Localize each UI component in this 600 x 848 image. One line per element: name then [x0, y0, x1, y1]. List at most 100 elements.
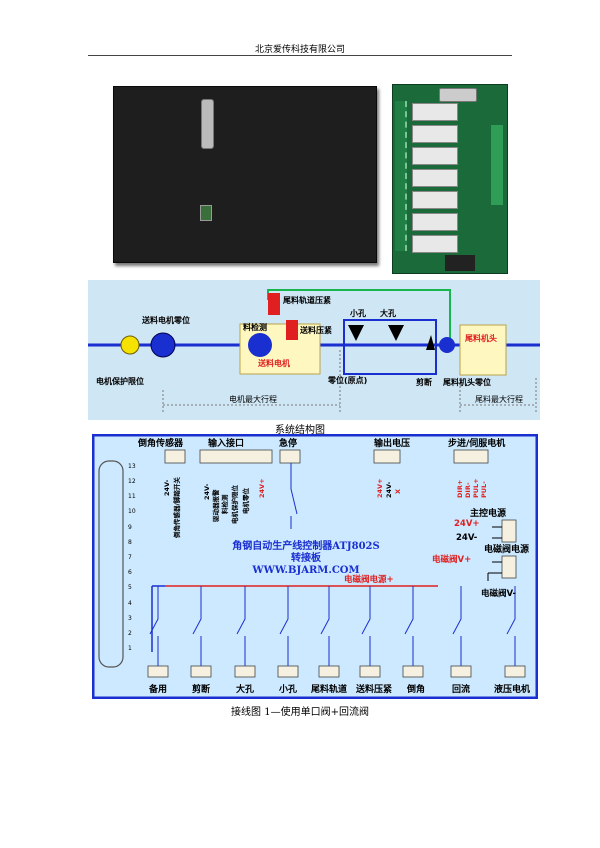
label-servo-2: PUL+: [472, 478, 480, 498]
label-estop: 急停: [279, 437, 297, 449]
valve-power-terminal: [501, 555, 517, 579]
big-hole-punch: [388, 325, 404, 341]
label-tail-head: 尾料机头: [464, 333, 497, 343]
bottom-label-spare: 备用: [148, 683, 167, 695]
pcb-board-photo: [392, 84, 508, 274]
pin-8: 8: [128, 539, 132, 546]
label-big-hole: 大孔: [380, 308, 396, 318]
bottom-label-feed-press: 送料压紧: [355, 683, 392, 695]
label-main-power: 主控电源: [470, 507, 506, 519]
label-valve-vplus: 电磁阀V+: [432, 554, 471, 565]
label-valve-power-plus: 电磁阀电源+: [344, 574, 394, 585]
label-tail-max-travel: 尾料最大行程: [475, 394, 523, 404]
label-out-2: X: [394, 489, 402, 494]
label-chamfer-sensor: 倒角传感器: [137, 437, 184, 449]
pin-10: 10: [128, 508, 136, 515]
label-motor-limit: 电机保护限位: [96, 376, 144, 386]
bottom-label-small-hole: 小孔: [278, 683, 297, 695]
label-input-port: 输入接口: [208, 437, 244, 449]
pin-12: 12: [128, 478, 136, 485]
label-small-hole: 小孔: [349, 308, 366, 318]
bottom-label-chamfer: 倒角: [406, 683, 425, 695]
label-feed-motor: 送料电机: [257, 358, 290, 368]
pin-11: 11: [128, 493, 136, 500]
pin-7: 7: [128, 554, 132, 561]
pin-2: 2: [128, 630, 132, 637]
label-out-0: 24V+: [376, 478, 384, 498]
label-servo-3: PUL-: [480, 481, 488, 498]
pin-3: 3: [128, 615, 132, 622]
label-tail-head-zero: 尾料机头零位: [442, 377, 491, 387]
left-terminals: [395, 101, 407, 251]
feed-motor-zero-sensor: [150, 332, 176, 358]
db25-connector: [98, 460, 124, 668]
system-caption: 系统结构图: [275, 425, 325, 436]
cut-blade: [426, 335, 435, 350]
bottom-label-cut: 剪断: [192, 683, 210, 695]
estop-terminal: [279, 449, 301, 464]
servo-terminal: [453, 449, 489, 464]
tail-head-block: [459, 324, 507, 376]
small-connector: [200, 205, 212, 221]
label-valve-power: 电磁阀电源: [484, 543, 529, 555]
tail-track-press-block: [268, 293, 280, 315]
material-detect-sensor: [248, 333, 272, 357]
wiring-caption: 接线图 1—使用单口阀+回流阀: [231, 707, 369, 718]
label-feed-motor-zero: 送料电机零位: [141, 315, 190, 325]
bottom-label-tail-track: 尾料轨道: [310, 683, 347, 695]
label-servo-motor: 步进/伺服电机: [448, 437, 505, 449]
label-input-1: 驱动器报警: [211, 489, 220, 522]
motor-limit-switch: [120, 335, 140, 355]
label-input-2: 料检测: [220, 494, 229, 514]
chamfer-terminal: [164, 449, 186, 464]
label-input-4: 电机零位: [241, 488, 250, 515]
pin-5: 5: [128, 584, 132, 591]
pcb-db-connector: [439, 88, 477, 102]
label-feed-press: 送料压紧: [299, 325, 332, 335]
board-title: 角钢自动生产线控制器ATJ802S: [232, 539, 379, 552]
power-terminals: [445, 255, 475, 271]
pin-6: 6: [128, 569, 132, 576]
label-24v-plus: 24V+: [454, 519, 480, 529]
bottom-label-big-hole: 大孔: [236, 683, 254, 695]
label-material-detect: 料检测: [243, 322, 267, 332]
small-hole-punch: [348, 325, 364, 341]
label-input-5: 24V+: [258, 478, 266, 498]
label-chamfer-24v: 24V-: [163, 479, 171, 496]
db-connector: [201, 99, 214, 149]
pin-13: 13: [128, 463, 136, 470]
main-power-terminal: [501, 519, 517, 543]
tail-head-zero-sensor: [439, 337, 455, 353]
input-terminal: [199, 449, 273, 464]
relay-column: [412, 103, 458, 253]
label-servo-1: DIR-: [464, 482, 472, 498]
output-terminal: [373, 449, 401, 464]
label-zero-origin: 零位(原点): [327, 375, 367, 385]
label-input-3: 电机保护限位: [230, 485, 239, 525]
wiring-diagram: 13 12 11 10 9 8 7 6 5 4 3 2 1 倒角传感器 输入接口…: [92, 434, 538, 699]
label-valve-vminus: 电磁阀V-: [481, 588, 516, 599]
label-tail-track-press: 尾料轨道压紧: [282, 295, 331, 305]
system-structure-diagram: 送料电机零位 电机保护限位 料检测 送料电机 尾料轨道压紧 送料压紧 小孔 大孔…: [88, 280, 540, 420]
label-chamfer-sensor-switch: 倒角传感器/脚踏开关: [172, 477, 181, 539]
label-out-1: 24V-: [385, 481, 393, 498]
right-terminals: [491, 125, 503, 205]
board-subtitle: 转接板: [291, 551, 322, 564]
pin-9: 9: [128, 524, 132, 531]
bottom-label-hydraulic-motor: 液压电机: [494, 683, 530, 695]
label-cut: 剪断: [416, 377, 432, 387]
punch-station: [343, 319, 437, 375]
controller-box-photo: [113, 86, 377, 263]
pin-1: 1: [128, 645, 132, 652]
feed-press-block: [286, 320, 298, 340]
label-24v-minus: 24V-: [456, 533, 478, 543]
board-website: WWW.BJARM.COM: [251, 565, 359, 576]
pin-4: 4: [128, 600, 132, 607]
page-header: 北京爱传科技有限公司: [254, 45, 345, 55]
label-output-voltage: 输出电压: [374, 437, 410, 449]
label-servo-0: DIR+: [456, 480, 464, 498]
label-input-0: 24V-: [203, 483, 211, 500]
label-motor-max-travel: 电机最大行程: [229, 394, 277, 404]
header-rule: [88, 55, 512, 56]
bottom-label-return: 回流: [452, 683, 470, 695]
